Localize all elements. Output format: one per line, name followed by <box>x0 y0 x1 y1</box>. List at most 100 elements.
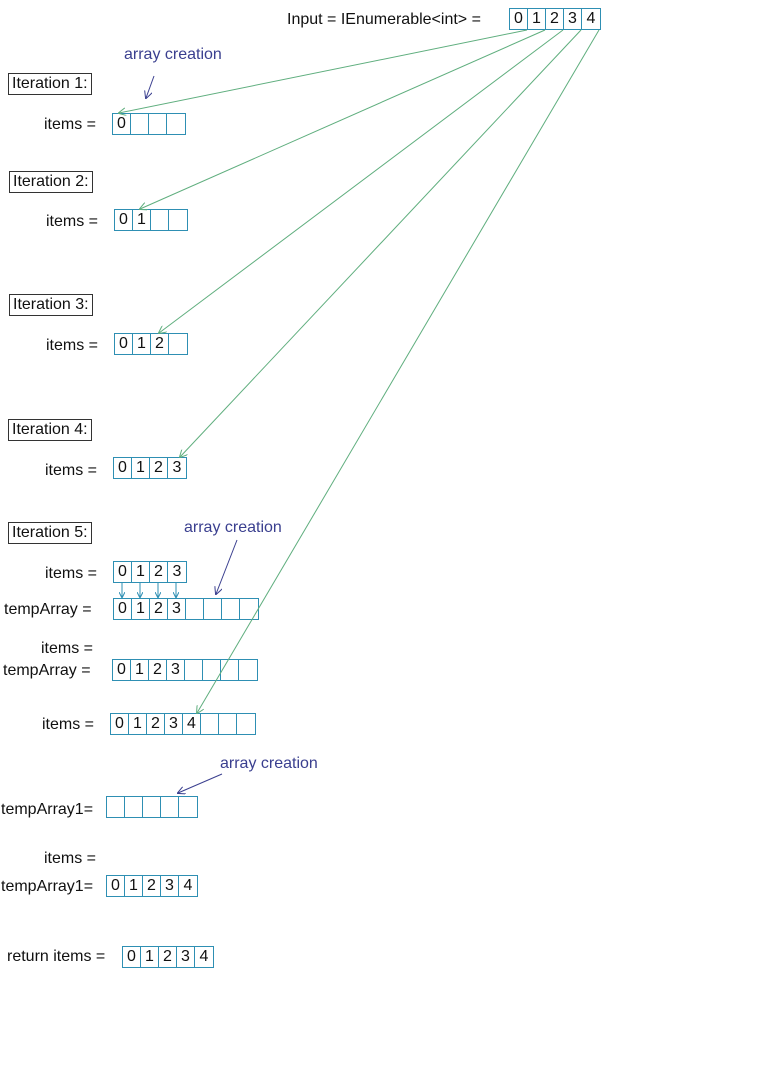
input-array-cell: 0 <box>510 9 528 29</box>
assigned-array-cell <box>185 660 203 680</box>
array-creation-arrow-3 <box>178 773 223 793</box>
final-assigned-array-cell: 1 <box>125 876 143 896</box>
temp-array-cell <box>186 599 204 619</box>
array-creation-arrow-1 <box>146 75 155 98</box>
return-array-cell: 1 <box>141 947 159 967</box>
iteration-5-items-array-cell: 0 <box>114 562 132 582</box>
temp-array-cell <box>240 599 258 619</box>
temp-array1-cell <box>107 797 125 817</box>
iteration-2-items-array-cell <box>151 210 169 230</box>
iteration-3-title: Iteration 3: <box>9 294 93 316</box>
assigned-array-cell <box>239 660 257 680</box>
array-creation-label-1: array creation <box>124 46 222 63</box>
iteration-1-items-array-cell <box>131 114 149 134</box>
iteration-5-items-array-cell: 2 <box>150 562 168 582</box>
iteration-3-items-array-cell <box>169 334 187 354</box>
assigned-array-cell: 3 <box>167 660 185 680</box>
temp-array1-label: tempArray1= <box>1 801 94 818</box>
array-creation-label-2: array creation <box>184 519 282 536</box>
temp-array-cell: 1 <box>132 599 150 619</box>
input-array-cell: 4 <box>586 10 596 27</box>
final-assigned-array-cell: 0 <box>107 876 125 896</box>
temp-array1-cell <box>125 797 143 817</box>
iteration-5-title: Iteration 5: <box>8 522 92 544</box>
return-array-cell: 0 <box>123 947 141 967</box>
input-array-cell: 3 <box>564 9 582 29</box>
iteration-2-items-array-cell: 0 <box>115 210 133 230</box>
iteration-1-items-array: 0 <box>112 113 186 135</box>
items-after-array-cell: 1 <box>129 714 147 734</box>
items-after-array-cell <box>237 714 255 734</box>
temp-array-cell <box>204 599 222 619</box>
final-assigned-array-cell: 2 <box>143 876 161 896</box>
iteration-1-title: Iteration 1: <box>8 73 92 95</box>
arrow-input-3 <box>180 29 582 457</box>
iteration-5-items-label: items = <box>45 565 98 582</box>
iteration-4-items-array-cell: 1 <box>132 458 150 478</box>
iteration-5-items-array-cell: 3 <box>172 563 182 580</box>
input-array-cell: 1 <box>528 9 546 29</box>
final-assign-items-label: items = <box>44 850 97 867</box>
items-after-array-cell: 0 <box>111 714 129 734</box>
items-after-array-cell <box>219 714 237 734</box>
temp-array1-cell <box>179 797 197 817</box>
assigned-array-cell <box>203 660 221 680</box>
items-after-array-cell <box>201 714 219 734</box>
iteration-3-items-array-cell: 0 <box>115 334 133 354</box>
iteration-4-items-array-cell: 3 <box>172 459 182 476</box>
temp-array-cell: 0 <box>114 599 132 619</box>
temp-array-cell <box>222 599 240 619</box>
temp-array1-cell <box>161 797 179 817</box>
iteration-4-items-array-cell: 0 <box>114 458 132 478</box>
iteration-1-items-array-cell <box>149 114 167 134</box>
items-after-array-cell: 4 <box>183 714 201 734</box>
temp-array-cell: 3 <box>168 599 186 619</box>
iteration-1-items-array-cell: 0 <box>113 114 131 134</box>
array-creation-label-3: array creation <box>220 755 318 772</box>
iteration-2-title: Iteration 2: <box>9 171 93 193</box>
arrow-input-2 <box>159 29 564 333</box>
assign-temp-label: tempArray = <box>3 662 91 679</box>
final-assigned-array-cell: 3 <box>161 876 179 896</box>
temp-array-cell: 2 <box>150 599 168 619</box>
return-array-cell: 2 <box>159 947 177 967</box>
iteration-4-items-label: items = <box>45 462 98 479</box>
iteration-3-items-label: items = <box>46 337 99 354</box>
assigned-array-cell <box>221 660 239 680</box>
items-after-label: items = <box>42 716 95 733</box>
assign-items-label: items = <box>41 640 94 657</box>
arrow-input-0 <box>119 29 528 113</box>
assigned-array-cell: 2 <box>149 660 167 680</box>
iteration-2-items-array-cell: 1 <box>133 210 151 230</box>
final-assigned-array-cell: 4 <box>183 877 193 894</box>
array-creation-arrow-2 <box>216 539 238 594</box>
temp-array1 <box>106 796 198 818</box>
return-label: return items = <box>7 948 106 965</box>
final-assign-temp-label: tempArray1= <box>1 878 94 895</box>
temp-array-label: tempArray = <box>4 601 92 618</box>
iteration-3-items-array-cell: 2 <box>151 334 169 354</box>
iteration-4-items-array-cell: 2 <box>150 458 168 478</box>
items-after-array-cell: 3 <box>165 714 183 734</box>
iteration-5-items-array-cell: 1 <box>132 562 150 582</box>
iteration-4-title: Iteration 4: <box>8 419 92 441</box>
items-after-array-cell: 2 <box>147 714 165 734</box>
iteration-2-items-label: items = <box>46 213 99 230</box>
iteration-1-items-array-cell <box>167 114 185 134</box>
input-label: Input = IEnumerable<int> = <box>287 11 481 28</box>
return-array-cell: 4 <box>199 948 209 965</box>
assigned-array-cell: 1 <box>131 660 149 680</box>
return-array-cell: 3 <box>177 947 195 967</box>
input-array-cell: 2 <box>546 9 564 29</box>
